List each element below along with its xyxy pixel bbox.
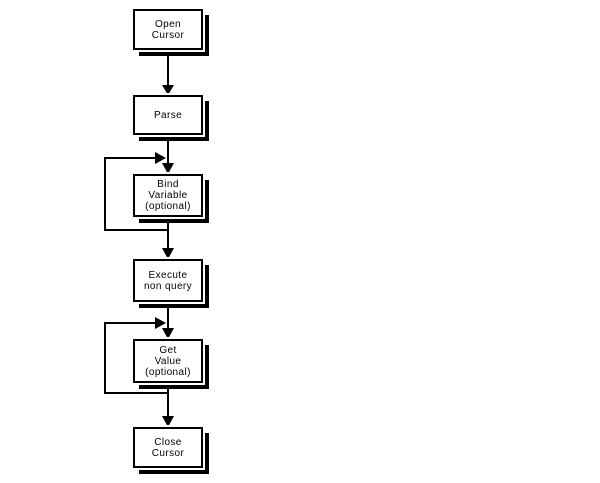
edge-bind-variable-to-execute: [162, 217, 174, 259]
edge-execute-to-get-value: [162, 302, 174, 339]
edge-open-cursor-to-parse: [162, 50, 174, 95]
node-parse: Parse: [133, 95, 203, 135]
edge-bind-variable-loop: [104, 152, 168, 231]
node-get-value-label: Get Value (optional): [145, 344, 191, 378]
node-bind-variable-label: Bind Variable (optional): [145, 179, 191, 212]
node-close-cursor-label: Close Cursor: [151, 436, 185, 459]
node-get-value: Get Value (optional): [133, 339, 203, 383]
node-close-cursor: Close Cursor: [133, 427, 203, 468]
edge-get-value-loop: [104, 317, 168, 394]
node-open-cursor-label: Open Cursor: [151, 18, 185, 41]
node-open-cursor: Open Cursor: [133, 9, 203, 50]
node-execute-non-query: Execute non query: [133, 259, 203, 302]
node-execute-non-query-label: Execute non query: [143, 269, 193, 292]
node-parse-label: Parse: [153, 109, 183, 121]
node-bind-variable: Bind Variable (optional): [133, 174, 203, 217]
edge-parse-to-bind-variable: [162, 135, 174, 174]
edge-get-value-to-close-cursor: [162, 383, 174, 427]
